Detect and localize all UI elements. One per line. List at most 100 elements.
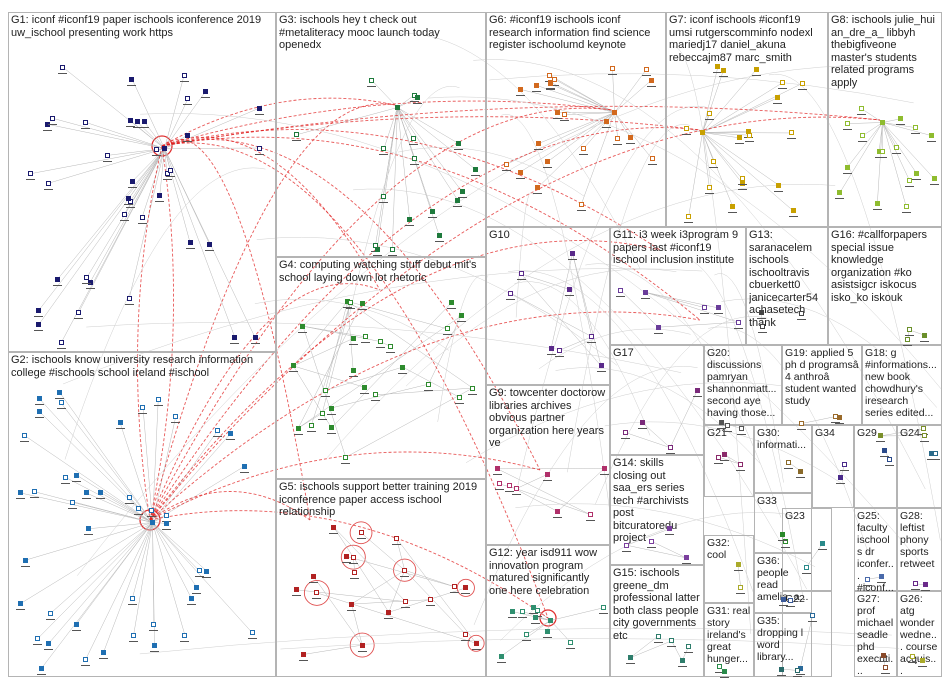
node-g9[interactable]: [601, 466, 607, 472]
node-g17[interactable]: [694, 388, 700, 394]
node-g1[interactable]: [28, 171, 33, 177]
node-g2[interactable]: [241, 463, 247, 469]
node-g33[interactable]: [783, 538, 789, 544]
node-g6[interactable]: [551, 76, 557, 82]
node-g2[interactable]: [18, 601, 24, 606]
node-g3[interactable]: [410, 136, 416, 142]
node-g7[interactable]: [730, 204, 736, 210]
node-g8[interactable]: [897, 116, 903, 122]
node-g12[interactable]: [601, 605, 607, 611]
node-g4[interactable]: [449, 300, 455, 306]
node-g1[interactable]: [76, 309, 82, 315]
node-g8[interactable]: [879, 148, 885, 154]
node-g11[interactable]: [715, 305, 721, 311]
node-g7[interactable]: [800, 80, 806, 86]
node-g4[interactable]: [457, 395, 463, 401]
node-g1[interactable]: [187, 240, 193, 246]
node-g21[interactable]: [715, 454, 721, 460]
node-g12[interactable]: [510, 609, 516, 615]
node-g4[interactable]: [300, 323, 306, 329]
node-g30[interactable]: [786, 459, 792, 465]
node-g1[interactable]: [126, 296, 132, 302]
node-g6[interactable]: [643, 66, 649, 72]
node-g3[interactable]: [436, 233, 442, 239]
node-g8[interactable]: [859, 106, 865, 112]
group-g19[interactable]: G19: applied 5 ph d programsâ 4 anthroâ …: [782, 345, 862, 425]
group-g13[interactable]: G13: saranacelem ischools ischooltravis …: [746, 227, 828, 345]
node-g20[interactable]: [738, 426, 744, 431]
node-g10[interactable]: [570, 250, 576, 256]
node-g1[interactable]: [134, 119, 140, 125]
group-g11[interactable]: G11: i3 week i3program 9 papers last #ic…: [610, 227, 746, 345]
node-g7[interactable]: [788, 130, 794, 136]
node-g16[interactable]: [906, 327, 912, 333]
node-g11[interactable]: [643, 289, 649, 295]
node-g8[interactable]: [893, 144, 899, 150]
node-g1[interactable]: [181, 72, 187, 78]
node-g2[interactable]: [228, 430, 234, 436]
node-g4[interactable]: [350, 368, 356, 374]
group-g8[interactable]: G8: ischools julie_hui an_dre_a_ libbyh …: [828, 12, 942, 227]
node-g27[interactable]: [880, 652, 886, 658]
node-g8[interactable]: [931, 176, 937, 182]
node-g8[interactable]: [903, 204, 909, 210]
node-g6[interactable]: [504, 161, 510, 167]
group-g33[interactable]: G33: [754, 493, 812, 553]
node-g4[interactable]: [308, 423, 314, 429]
node-g36[interactable]: [780, 596, 786, 602]
node-g7[interactable]: [746, 132, 752, 138]
group-g30[interactable]: G30: informati...: [754, 425, 812, 493]
node-g5[interactable]: [331, 524, 337, 530]
node-g2[interactable]: [163, 513, 169, 519]
node-g12[interactable]: [523, 632, 529, 638]
node-g7[interactable]: [736, 135, 742, 141]
node-g2[interactable]: [155, 396, 161, 402]
node-g17[interactable]: [622, 429, 628, 435]
node-g1[interactable]: [256, 105, 262, 111]
node-g2[interactable]: [126, 495, 132, 501]
node-g28[interactable]: [923, 582, 929, 588]
node-g4[interactable]: [329, 425, 335, 431]
node-g14[interactable]: [683, 555, 689, 561]
node-g1[interactable]: [126, 195, 132, 201]
node-g2[interactable]: [136, 505, 142, 511]
node-g5[interactable]: [352, 569, 358, 575]
node-g32[interactable]: [738, 584, 744, 590]
node-g35[interactable]: [778, 666, 784, 672]
node-g1[interactable]: [185, 132, 191, 138]
hub-node-g2[interactable]: [150, 520, 155, 525]
group-g12[interactable]: G12: year isd911 wow innovation program …: [486, 545, 610, 677]
node-g5[interactable]: [403, 599, 409, 605]
node-g2[interactable]: [196, 568, 202, 574]
group-g32[interactable]: G32: cool: [704, 535, 754, 603]
node-g2[interactable]: [74, 472, 80, 478]
group-g25[interactable]: G25: faculty ischools dr iconfer... #ico…: [854, 508, 897, 594]
node-g2[interactable]: [215, 428, 221, 434]
node-g5[interactable]: [300, 652, 306, 658]
node-g7[interactable]: [790, 208, 796, 214]
node-g20[interactable]: [719, 420, 725, 426]
node-g2[interactable]: [46, 640, 52, 646]
node-g5[interactable]: [451, 584, 457, 590]
node-g9[interactable]: [506, 483, 512, 489]
node-g2[interactable]: [117, 420, 123, 426]
node-g36[interactable]: [788, 597, 794, 603]
node-g5[interactable]: [349, 601, 355, 607]
group-g14[interactable]: G14: skills closing out saa_ers series t…: [610, 455, 704, 565]
node-g2[interactable]: [36, 395, 42, 401]
node-g1[interactable]: [141, 119, 147, 125]
node-g6[interactable]: [547, 79, 553, 85]
group-g10[interactable]: G10: [486, 227, 610, 385]
node-g1[interactable]: [256, 145, 262, 151]
node-g28[interactable]: [912, 581, 918, 587]
node-g2[interactable]: [204, 568, 210, 574]
node-g3[interactable]: [380, 194, 386, 199]
node-g1[interactable]: [207, 241, 213, 247]
node-g8[interactable]: [914, 170, 919, 176]
node-g26[interactable]: [909, 654, 915, 660]
node-g1[interactable]: [58, 339, 64, 345]
node-g6[interactable]: [554, 110, 560, 116]
node-g31[interactable]: [717, 664, 723, 670]
node-g1[interactable]: [36, 322, 42, 328]
node-g31[interactable]: [722, 669, 728, 675]
